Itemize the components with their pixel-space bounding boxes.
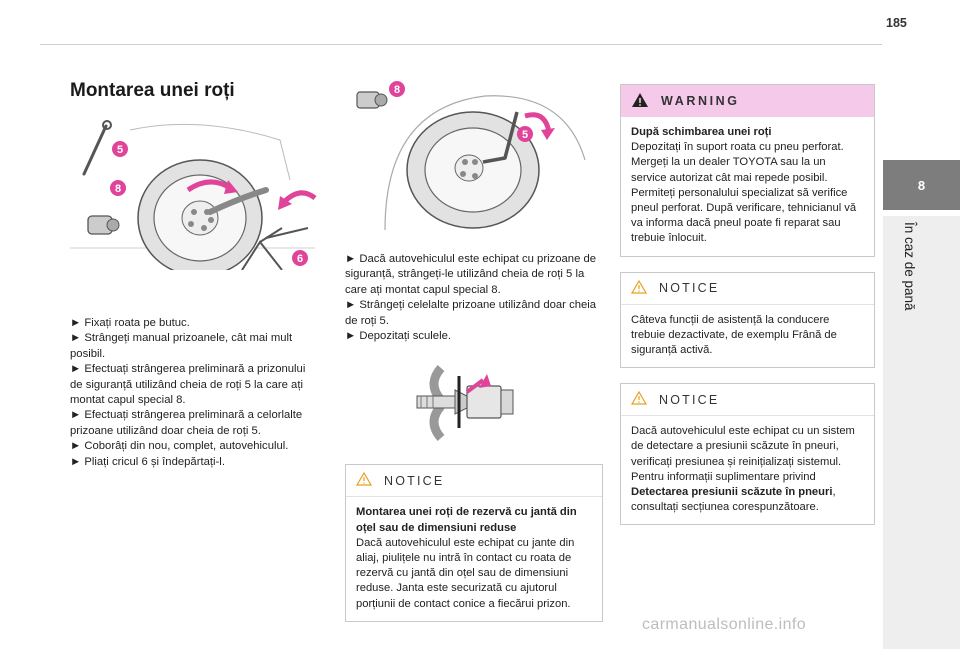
callout-8 [110, 180, 126, 196]
notice-header: NOTICE [346, 465, 602, 498]
warning-triangle-icon [355, 472, 373, 489]
left-step-6: ► Pliați cricul 6 și îndepărtați-l. [70, 455, 225, 468]
callout-5 [517, 126, 533, 142]
callout-8-label: 8 [394, 84, 400, 96]
wheel-bolt-drawing [416, 365, 514, 442]
callout-5-label: 5 [522, 129, 528, 141]
page-number: 185 [886, 16, 907, 30]
left-column: Montarea unei roți [70, 78, 320, 470]
left-steps: ► Fixați roata pe butuc. ► Strângeți man… [70, 316, 320, 470]
right-column: WARNING După schimbarea unei roți Depozi… [620, 84, 875, 526]
left-step-4: ► Efectuați strângerea preliminară a cel… [70, 409, 303, 437]
notice-text-before: Dacă autovehiculul este echipat cu un si… [631, 425, 855, 483]
chapter-tab[interactable]: 8 [883, 160, 960, 210]
middle-column: 8 5 ► Dacă autovehiculul este echipat cu… [345, 80, 603, 622]
warning-triangle-icon [630, 279, 648, 297]
callout-6-label: 6 [297, 253, 303, 265]
middle-step-1: ► Dacă autovehiculul este echipat cu pri… [345, 253, 597, 296]
notice-text: Câteva funcții de asistență la conducere… [631, 313, 837, 357]
middle-step-2: ► Strângeți celelalte prizoane utilizând… [345, 299, 597, 327]
wheel-wrench-drawing: 8 5 [356, 81, 586, 231]
wheel-jack-drawing: 5 8 6 [70, 120, 317, 277]
notice-text: Dacă autovehiculul este echipat cu jante… [356, 536, 575, 610]
warning-triangle-icon [631, 92, 649, 111]
left-step-5: ► Coborâți din nou, complet, autovehicul… [70, 440, 289, 453]
warning-heading: WARNING [661, 94, 740, 108]
middle-step-3: ► Depozitați sculele. [345, 330, 451, 343]
wheel-tightening-illustration: 8 5 [345, 80, 603, 231]
warning-header: WARNING [621, 85, 874, 117]
left-step-1: ► Fixați roata pe butuc. [70, 317, 190, 329]
left-step-3: ► Efectuați strângerea preliminară a pri… [70, 363, 306, 407]
notice-body: Câteva funcții de asistență la conducere… [621, 305, 874, 368]
notice-heading: NOTICE [659, 392, 720, 407]
notice-box-driver-assist: NOTICE Câteva funcții de asistență la co… [620, 271, 875, 369]
middle-steps: ► Dacă autovehiculul este echipat cu pri… [345, 252, 603, 344]
notice-box-tyre-pressure: NOTICE Dacă autovehiculul este echipat c… [620, 383, 875, 526]
notice-body: Dacă autovehiculul este echipat cu un si… [621, 416, 874, 524]
notice-header: NOTICE [621, 384, 874, 417]
top-divider [40, 44, 882, 45]
left-step-2: ► Strângeți manual prizoanele, cât mai m… [70, 332, 293, 360]
warning-text: Depozitați în suport roata cu pneu perfo… [631, 141, 857, 245]
notice-heading: NOTICE [384, 473, 445, 488]
wheel-mounting-illustration: 5 8 6 [70, 120, 320, 277]
chapter-side-band [883, 216, 960, 649]
chapter-label: În caz de pană [902, 222, 917, 311]
notice-box-spare-wheel: NOTICE Montarea unei roți de rezervă cu … [345, 464, 603, 622]
callout-5-label: 5 [117, 144, 123, 156]
notice-heading: NOTICE [659, 281, 720, 296]
notice-body: Montarea unei roți de rezervă cu jantă d… [346, 497, 602, 620]
callout-6 [292, 250, 308, 266]
warning-box: WARNING După schimbarea unei roți Depozi… [620, 84, 875, 257]
notice-text-bold: Detectarea presiunii scăzute în pneuri [631, 486, 833, 499]
notice-header: NOTICE [621, 272, 874, 305]
callout-8 [389, 81, 405, 97]
notice-title: Montarea unei roți de rezervă cu jantă d… [356, 506, 577, 534]
warning-triangle-icon [630, 391, 648, 408]
callout-8-label: 8 [115, 183, 121, 195]
notice-text-after: , consultați secțiunea corespunzătoare. [631, 486, 836, 514]
warning-title: După schimbarea unei roți [631, 126, 772, 138]
bolt-illustration [345, 356, 603, 446]
section-title: Montarea unei roți [70, 80, 235, 101]
callout-5 [112, 141, 128, 157]
watermark: carmanualsonline.info [642, 616, 807, 633]
warning-body: După schimbarea unei roți Depozitați în … [621, 117, 874, 256]
